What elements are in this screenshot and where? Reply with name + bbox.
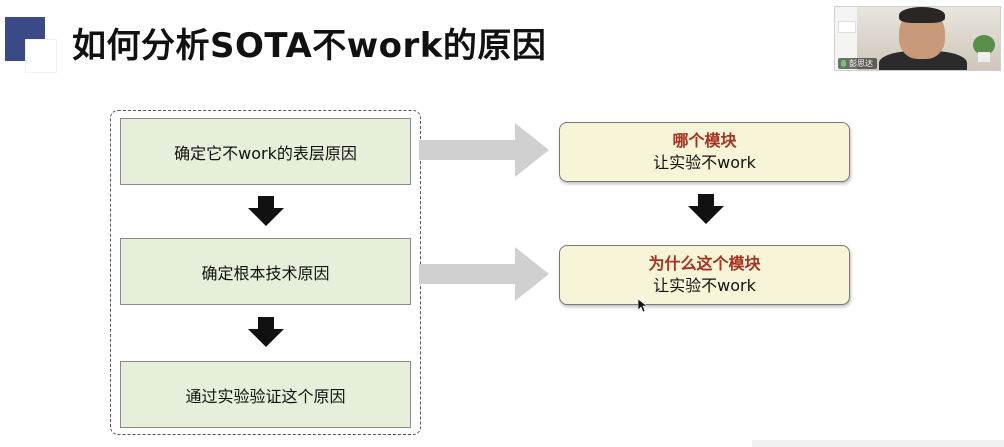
webcam-person-hair xyxy=(899,7,945,23)
step-box-verify-cause: 通过实验验证这个原因 xyxy=(120,361,411,428)
microphone-icon xyxy=(841,60,846,67)
step-box-surface-cause: 确定它不work的表层原因 xyxy=(120,118,411,185)
module-card-which: 哪个模块 让实验不work xyxy=(559,122,850,182)
module-card-why: 为什么这个模块 让实验不work xyxy=(559,245,850,305)
step-label: 确定它不work的表层原因 xyxy=(174,143,357,163)
step-box-root-cause: 确定根本技术原因 xyxy=(120,238,411,305)
slide-title: 如何分析SOTA不work的原因 xyxy=(72,26,547,66)
webcam-background-shelf xyxy=(838,21,856,33)
right-arrow-icon xyxy=(419,123,549,177)
card-subtitle: 让实验不work xyxy=(653,276,756,295)
webcam-person-body xyxy=(879,51,967,70)
down-arrow-icon xyxy=(248,196,284,226)
bottom-edge-strip xyxy=(752,440,1004,447)
participant-name: 彭思达 xyxy=(849,59,873,68)
participant-name-tag: 彭思达 xyxy=(838,58,877,69)
down-arrow-icon xyxy=(688,194,724,224)
webcam-thumbnail[interactable]: 彭思达 xyxy=(834,6,1001,71)
webcam-background-plant xyxy=(973,35,995,55)
down-arrow-icon xyxy=(248,317,284,347)
webcam-background-window xyxy=(835,7,857,70)
card-subtitle: 让实验不work xyxy=(653,153,756,172)
step-label: 通过实验验证这个原因 xyxy=(185,386,346,406)
step-label: 确定根本技术原因 xyxy=(201,263,330,283)
slide-logo-square-front xyxy=(26,40,56,72)
mouse-cursor-icon xyxy=(638,299,648,313)
card-title: 哪个模块 xyxy=(672,131,737,150)
right-arrow-icon xyxy=(419,247,549,301)
webcam-background-pot xyxy=(978,52,990,62)
card-title: 为什么这个模块 xyxy=(648,254,761,273)
